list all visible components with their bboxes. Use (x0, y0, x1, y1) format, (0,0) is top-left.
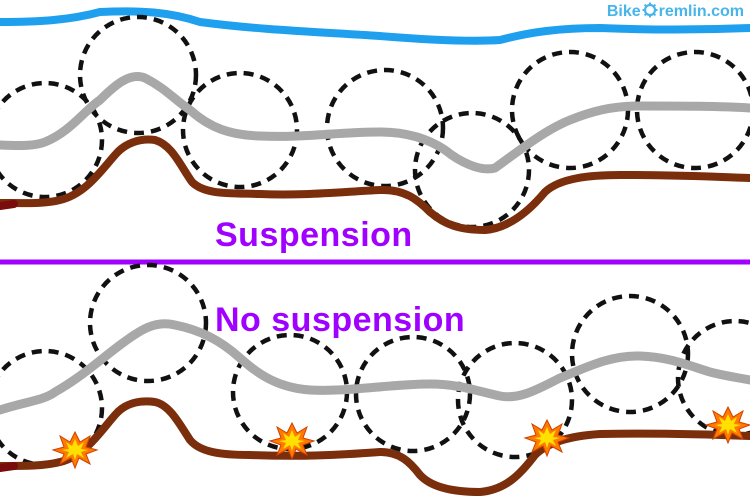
top-gray-line (0, 72, 750, 174)
top-ground-start-mark (0, 200, 18, 210)
wheel-bottom-6 (569, 293, 691, 415)
watermark-text-before: Bike (606, 3, 641, 20)
bottom-gray-line (0, 319, 750, 415)
bottom-ground-start-mark (0, 462, 18, 472)
wheel-top-2 (77, 14, 199, 136)
wheel-top-3 (180, 70, 300, 190)
wheel-top-1 (0, 80, 105, 200)
bottom-ground-line (0, 397, 750, 496)
no-suspension-label: No suspension (215, 301, 466, 339)
wheel-bottom-4 (353, 334, 473, 454)
top-wheels (0, 14, 750, 230)
wheel-bottom-2 (87, 262, 209, 384)
gear-icon (642, 2, 658, 18)
watermark-text-after: remlin.com (658, 3, 744, 20)
top-ground-line (0, 135, 750, 234)
wheel-bottom-5 (455, 340, 575, 460)
watermark: Bike remlin.com (607, 2, 744, 22)
impact-burst-icon (268, 421, 316, 461)
impact-burst-icon (51, 430, 99, 470)
suspension-label: Suspension (215, 216, 413, 254)
top-blue-line (0, 7, 750, 45)
impact-burst-icon (704, 405, 750, 445)
impact-burst-icon (523, 418, 571, 458)
wheel-top-7 (634, 49, 750, 171)
